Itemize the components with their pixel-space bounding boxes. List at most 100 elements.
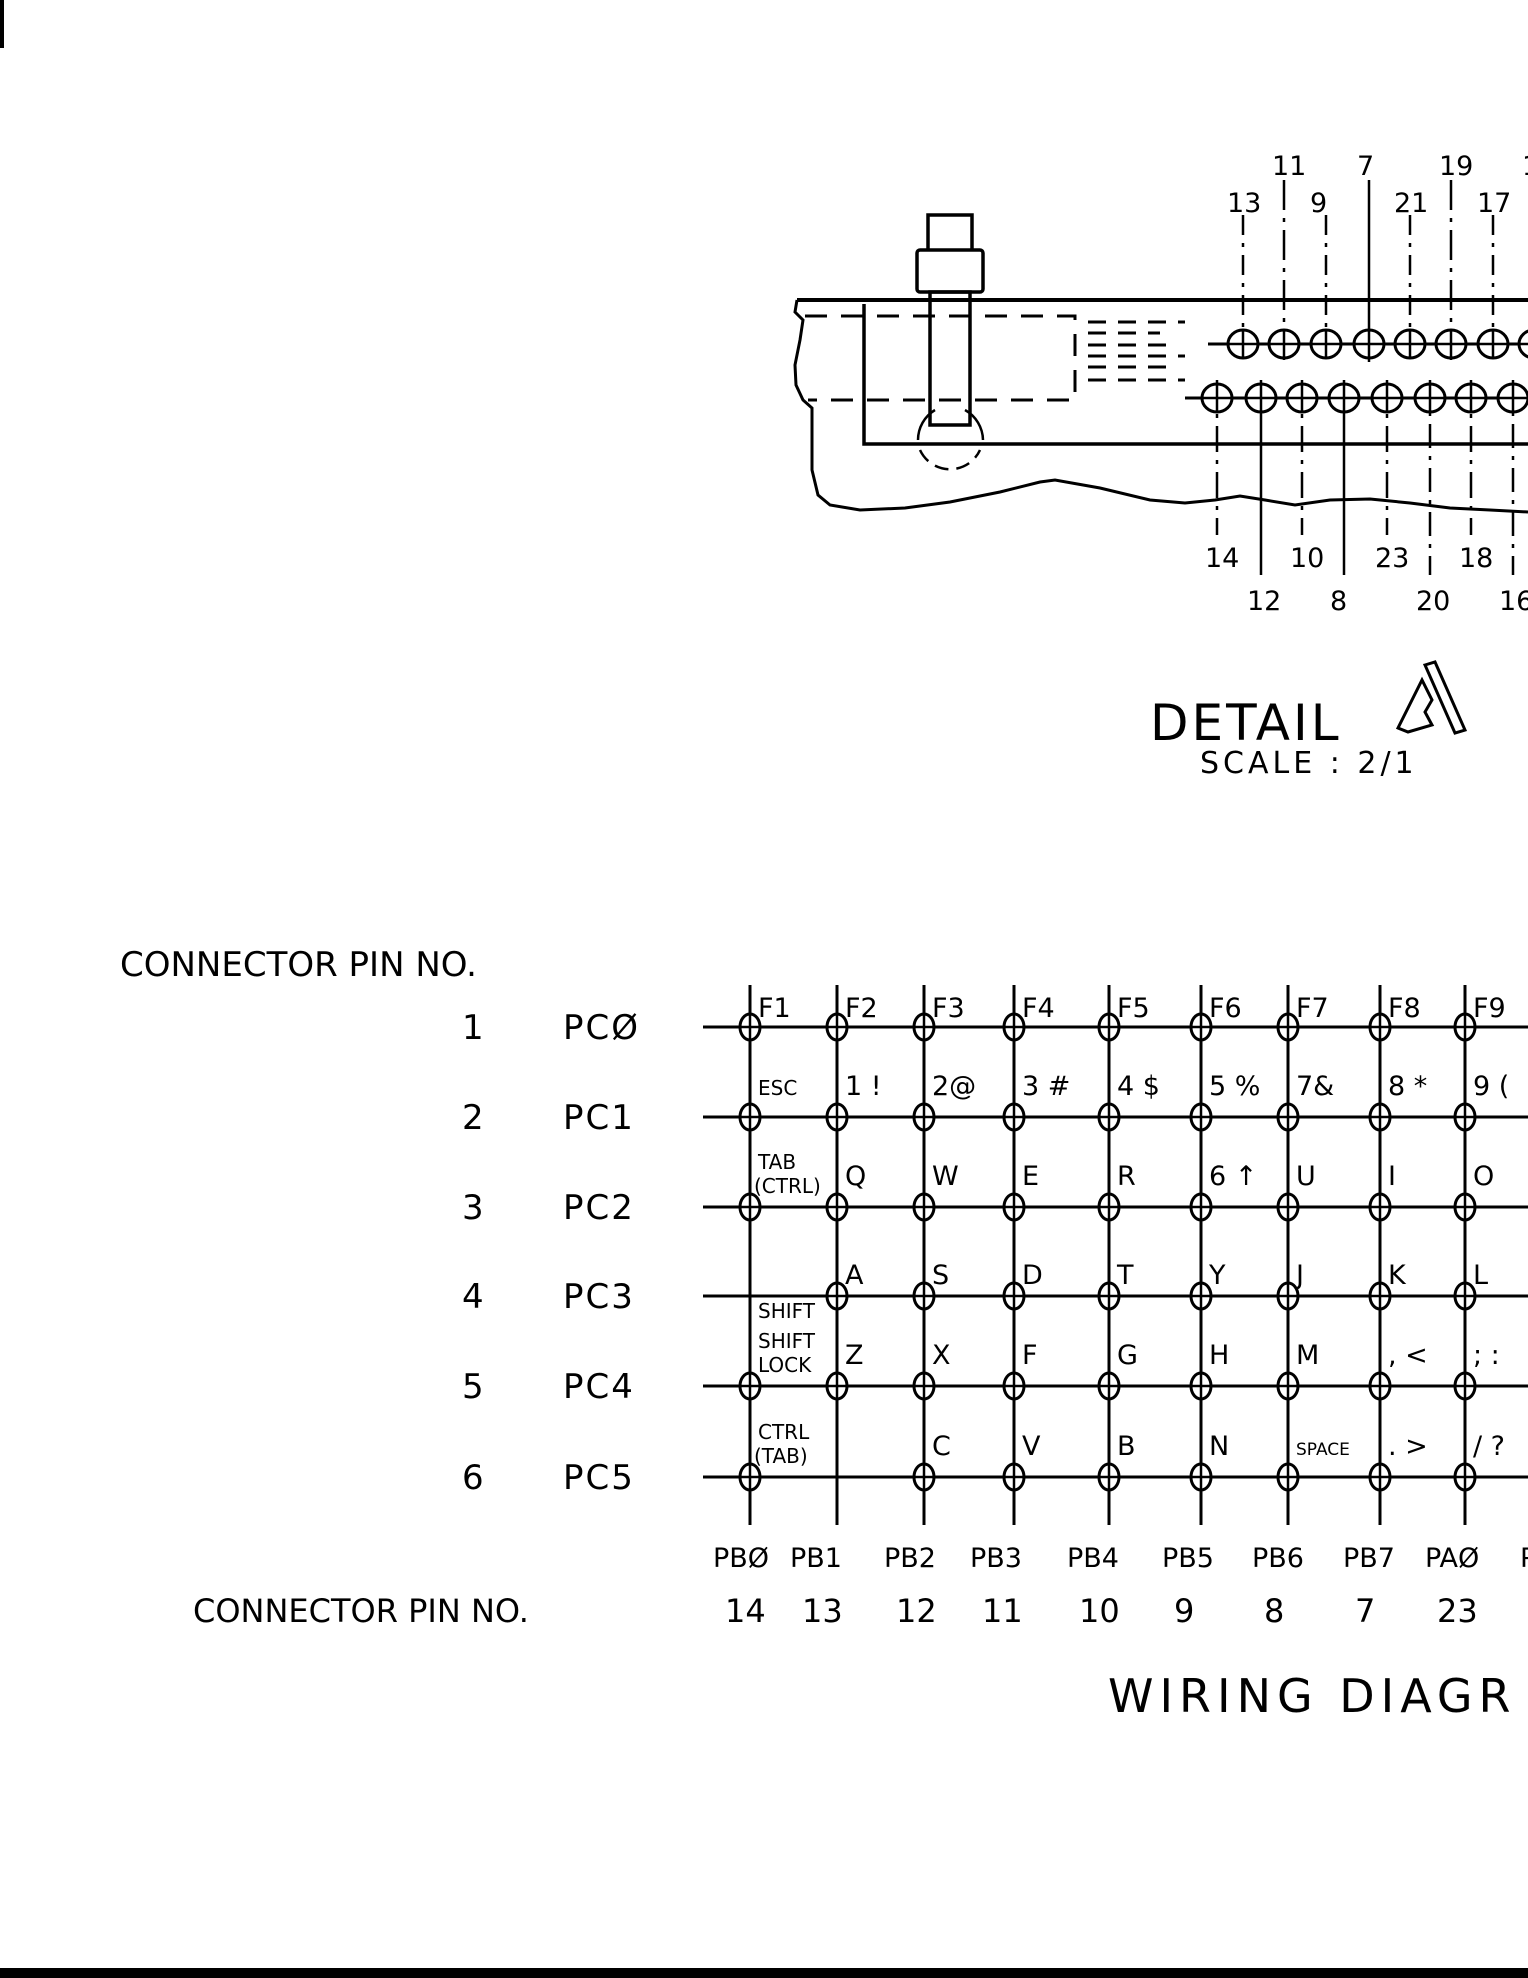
- switch-node: [1097, 1012, 1121, 1042]
- key-label: A: [845, 1260, 864, 1291]
- detail-pin-labels: 1171911392117141023181282016: [1205, 151, 1528, 617]
- switch-node: [1368, 1012, 1392, 1042]
- switch-node: [912, 1462, 936, 1492]
- detail-pin-lower: [1454, 382, 1488, 414]
- column-pin-number: 14: [725, 1592, 766, 1630]
- switch-node: [1368, 1371, 1392, 1401]
- switch-node: [912, 1371, 936, 1401]
- row-pin-number: 5: [462, 1367, 484, 1407]
- switch-node: [1276, 1462, 1300, 1492]
- bolt-cap: [926, 213, 974, 254]
- detail-pin-upper: [1309, 328, 1343, 360]
- detail-title: DETAIL: [1150, 694, 1342, 752]
- key-label: 2@: [932, 1071, 976, 1102]
- switch-node: [1368, 1192, 1392, 1222]
- column-port-label: PAØ: [1425, 1543, 1479, 1574]
- column-pin-number: 9: [1174, 1592, 1194, 1630]
- key-label: I: [1388, 1161, 1396, 1192]
- connector-pin-footer-label: CONNECTOR PIN NO.: [193, 1592, 529, 1630]
- key-label: D: [1022, 1260, 1043, 1291]
- detail-pin-label: 17: [1477, 188, 1511, 219]
- switch-node: [825, 1192, 849, 1222]
- column-pin-number: 11: [982, 1592, 1023, 1630]
- key-label: Z: [845, 1340, 864, 1371]
- key-label: G: [1117, 1340, 1138, 1371]
- switch-node: [1453, 1192, 1477, 1222]
- key-label: 1 !: [845, 1071, 882, 1102]
- key-label: F5: [1117, 993, 1150, 1024]
- detail-pin-label: 13: [1227, 188, 1261, 219]
- column-pin-number: 10: [1079, 1592, 1120, 1630]
- column-port-label: PB7: [1343, 1543, 1395, 1574]
- row-port-label: PC1: [563, 1098, 635, 1138]
- detail-pin-label: 21: [1394, 188, 1428, 219]
- switch-node: [825, 1371, 849, 1401]
- key-label: 9 (: [1473, 1071, 1509, 1102]
- detail-pin-upper: [1352, 328, 1386, 360]
- key-label: 8 *: [1388, 1071, 1427, 1102]
- detail-pin-upper: [1517, 329, 1528, 359]
- key-label: SPACE: [1296, 1440, 1350, 1460]
- switch-node: [738, 1012, 762, 1042]
- switch-node: [1453, 1012, 1477, 1042]
- key-label: Q: [845, 1161, 866, 1192]
- detail-pin-label: 12: [1247, 586, 1281, 617]
- key-label: U: [1296, 1161, 1316, 1192]
- switch-node: [738, 1462, 762, 1492]
- switch-node: [1097, 1462, 1121, 1492]
- switch-node: [1276, 1281, 1300, 1311]
- key-label: F2: [845, 993, 878, 1024]
- key-label: B: [1117, 1431, 1136, 1462]
- key-label: SHIFT: [758, 1299, 816, 1323]
- column-port-label: PB5: [1162, 1543, 1214, 1574]
- switch-node: [1276, 1192, 1300, 1222]
- switch-node: [1276, 1102, 1300, 1132]
- key-label: ESC: [758, 1076, 797, 1100]
- switch-node: [738, 1371, 762, 1401]
- row-port-label: PC4: [563, 1367, 635, 1407]
- column-pin-number: 7: [1355, 1592, 1375, 1630]
- bolt-shank: [928, 290, 972, 427]
- switch-node: [1189, 1281, 1213, 1311]
- key-label: V: [1022, 1431, 1041, 1462]
- switch-node: [1368, 1281, 1392, 1311]
- switch-node: [1189, 1012, 1213, 1042]
- row-pin-number: 2: [462, 1098, 484, 1138]
- switch-node: [1002, 1192, 1026, 1222]
- switch-node: [1097, 1281, 1121, 1311]
- bolt-tip-circle: [916, 408, 985, 441]
- detail-scale: SCALE : 2/1: [1200, 746, 1418, 781]
- switch-node: [1368, 1462, 1392, 1492]
- column-port-label: PB4: [1067, 1543, 1119, 1574]
- switch-node: [1189, 1102, 1213, 1132]
- switch-node: [1097, 1102, 1121, 1132]
- row-pin-number: 6: [462, 1458, 484, 1498]
- key-label: E: [1022, 1161, 1039, 1192]
- switch-node: [1453, 1371, 1477, 1401]
- column-pin-number: 13: [802, 1592, 843, 1630]
- detail-pin-upper: [1393, 328, 1427, 360]
- switch-node: [1002, 1012, 1026, 1042]
- board-break-line: [793, 299, 1528, 514]
- key-label: O: [1473, 1161, 1494, 1192]
- hidden-line-top: [805, 314, 1077, 402]
- detail-pin-label: 20: [1416, 586, 1450, 617]
- switch-node: [825, 1102, 849, 1132]
- wiring-diagram-title: WIRING DIAGR: [1108, 1669, 1517, 1723]
- key-label: CTRL: [758, 1420, 810, 1444]
- detail-pin-label: 19: [1439, 151, 1473, 182]
- detail-pin-label: 10: [1290, 543, 1324, 574]
- key-label: SHIFT: [758, 1329, 816, 1353]
- switch-node: [1453, 1281, 1477, 1311]
- detail-pin-lower: [1285, 382, 1319, 414]
- key-label: S: [932, 1260, 949, 1291]
- detail-pin-lower: [1327, 382, 1361, 414]
- column-port-label: PB6: [1252, 1543, 1304, 1574]
- key-label: / ?: [1473, 1431, 1505, 1462]
- key-label: H: [1209, 1340, 1229, 1371]
- detail-pin-lower: [1200, 382, 1234, 414]
- row-port-label: PC3: [563, 1277, 635, 1317]
- switch-node: [1097, 1192, 1121, 1222]
- key-label: F: [1022, 1340, 1038, 1371]
